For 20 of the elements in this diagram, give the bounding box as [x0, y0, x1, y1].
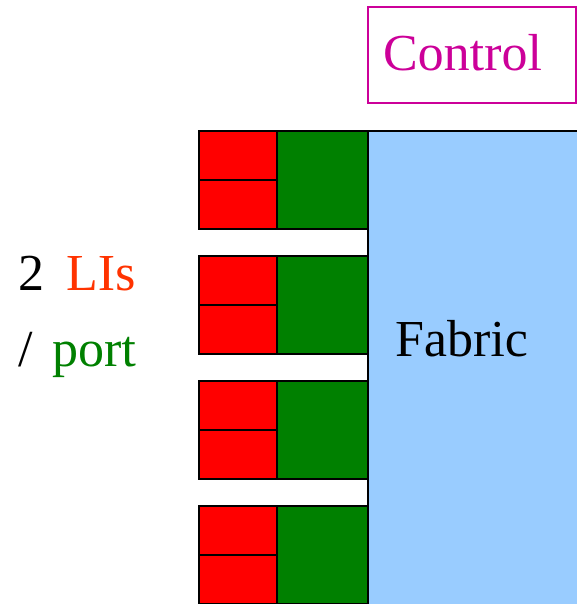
link-interface-box	[198, 380, 278, 431]
li-text: LIs	[66, 248, 136, 300]
port-box	[276, 380, 369, 480]
link-interface-box	[198, 554, 278, 604]
link-interface-box	[198, 429, 278, 480]
port-box	[276, 130, 369, 230]
slash-text: /	[18, 324, 32, 376]
port-text: port	[52, 324, 136, 376]
number-text: 2	[18, 248, 44, 300]
link-interface-box	[198, 505, 278, 556]
link-interface-box	[198, 255, 278, 306]
link-interface-box	[198, 304, 278, 355]
fabric-box	[367, 130, 577, 604]
control-box	[367, 6, 577, 104]
link-interface-box	[198, 130, 278, 181]
link-interface-box	[198, 179, 278, 230]
fabric-label: Fabric	[395, 314, 528, 366]
port-box	[276, 505, 369, 604]
port-box	[276, 255, 369, 355]
control-label: Control	[383, 28, 542, 80]
